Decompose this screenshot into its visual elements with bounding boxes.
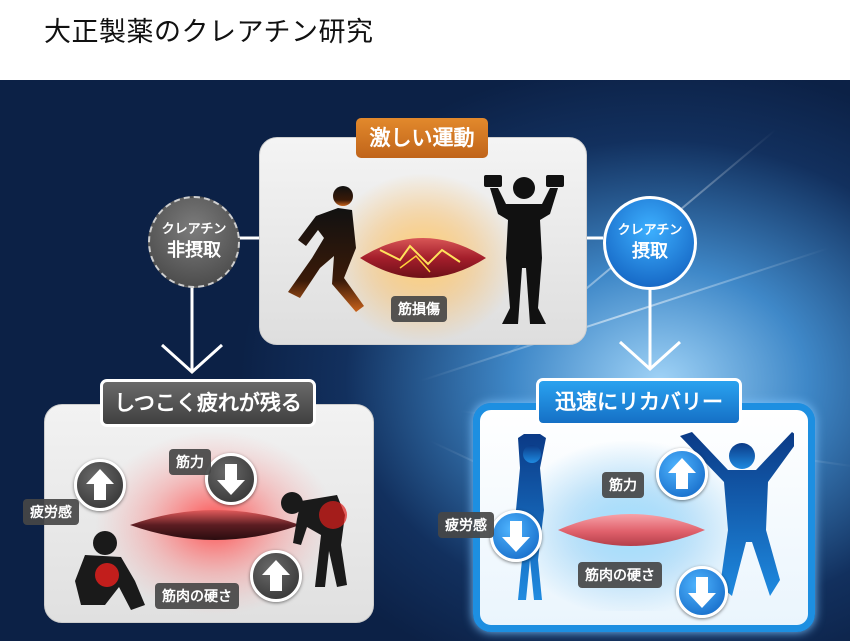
exercise-box: 筋損傷	[259, 137, 587, 345]
exercise-illustration	[288, 173, 564, 343]
quick-recovery-header: 迅速にリカバリー	[536, 378, 742, 426]
healthy-muscle-icon	[558, 514, 705, 546]
stiffness-down-arrow-icon	[676, 566, 728, 618]
left-fatigue-label: 疲労感	[23, 499, 79, 525]
right-fatigue-label: 疲労感	[438, 512, 494, 538]
strength-up-arrow-icon	[656, 448, 708, 500]
fatigue-up-arrow-icon	[74, 459, 126, 511]
tired-person-figure	[281, 492, 347, 587]
fatigue-down-arrow-icon	[490, 510, 542, 562]
stiffness-up-arrow-icon	[250, 550, 302, 602]
left-strength-label: 筋力	[169, 449, 211, 475]
stiff-muscle-icon	[130, 510, 300, 540]
no-creatine-line2: 非摂取	[167, 240, 221, 261]
strength-down-arrow-icon	[205, 453, 257, 505]
muscle-damage-label: 筋損傷	[391, 296, 447, 322]
no-creatine-circle: クレアチン 非摂取	[148, 196, 240, 288]
persistent-fatigue-box: 疲労感 筋力 筋肉の硬さ	[23, 404, 374, 623]
right-strength-label: 筋力	[602, 472, 644, 498]
persistent-fatigue-header: しつこく疲れが残る	[100, 379, 316, 427]
creatine-line2: 摂取	[632, 241, 668, 262]
intense-exercise-header: 激しい運動	[356, 118, 488, 158]
weightlifter-figure	[484, 175, 564, 324]
right-stiffness-label: 筋肉の硬さ	[578, 562, 662, 588]
damaged-muscle-icon	[360, 238, 486, 278]
jumping-person-figure	[680, 432, 794, 596]
runner-figure	[288, 186, 364, 312]
creatine-line1: クレアチン	[617, 223, 683, 238]
quick-recovery-box: 筋力 疲労感 筋肉の硬さ	[438, 403, 815, 632]
no-creatine-line1: クレアチン	[161, 222, 227, 237]
creatine-circle: クレアチン 摂取	[603, 196, 697, 290]
sitting-person-figure	[75, 531, 145, 610]
left-stiffness-label: 筋肉の硬さ	[155, 583, 239, 609]
page-title: 大正製薬のクレアチン研究	[44, 17, 374, 48]
